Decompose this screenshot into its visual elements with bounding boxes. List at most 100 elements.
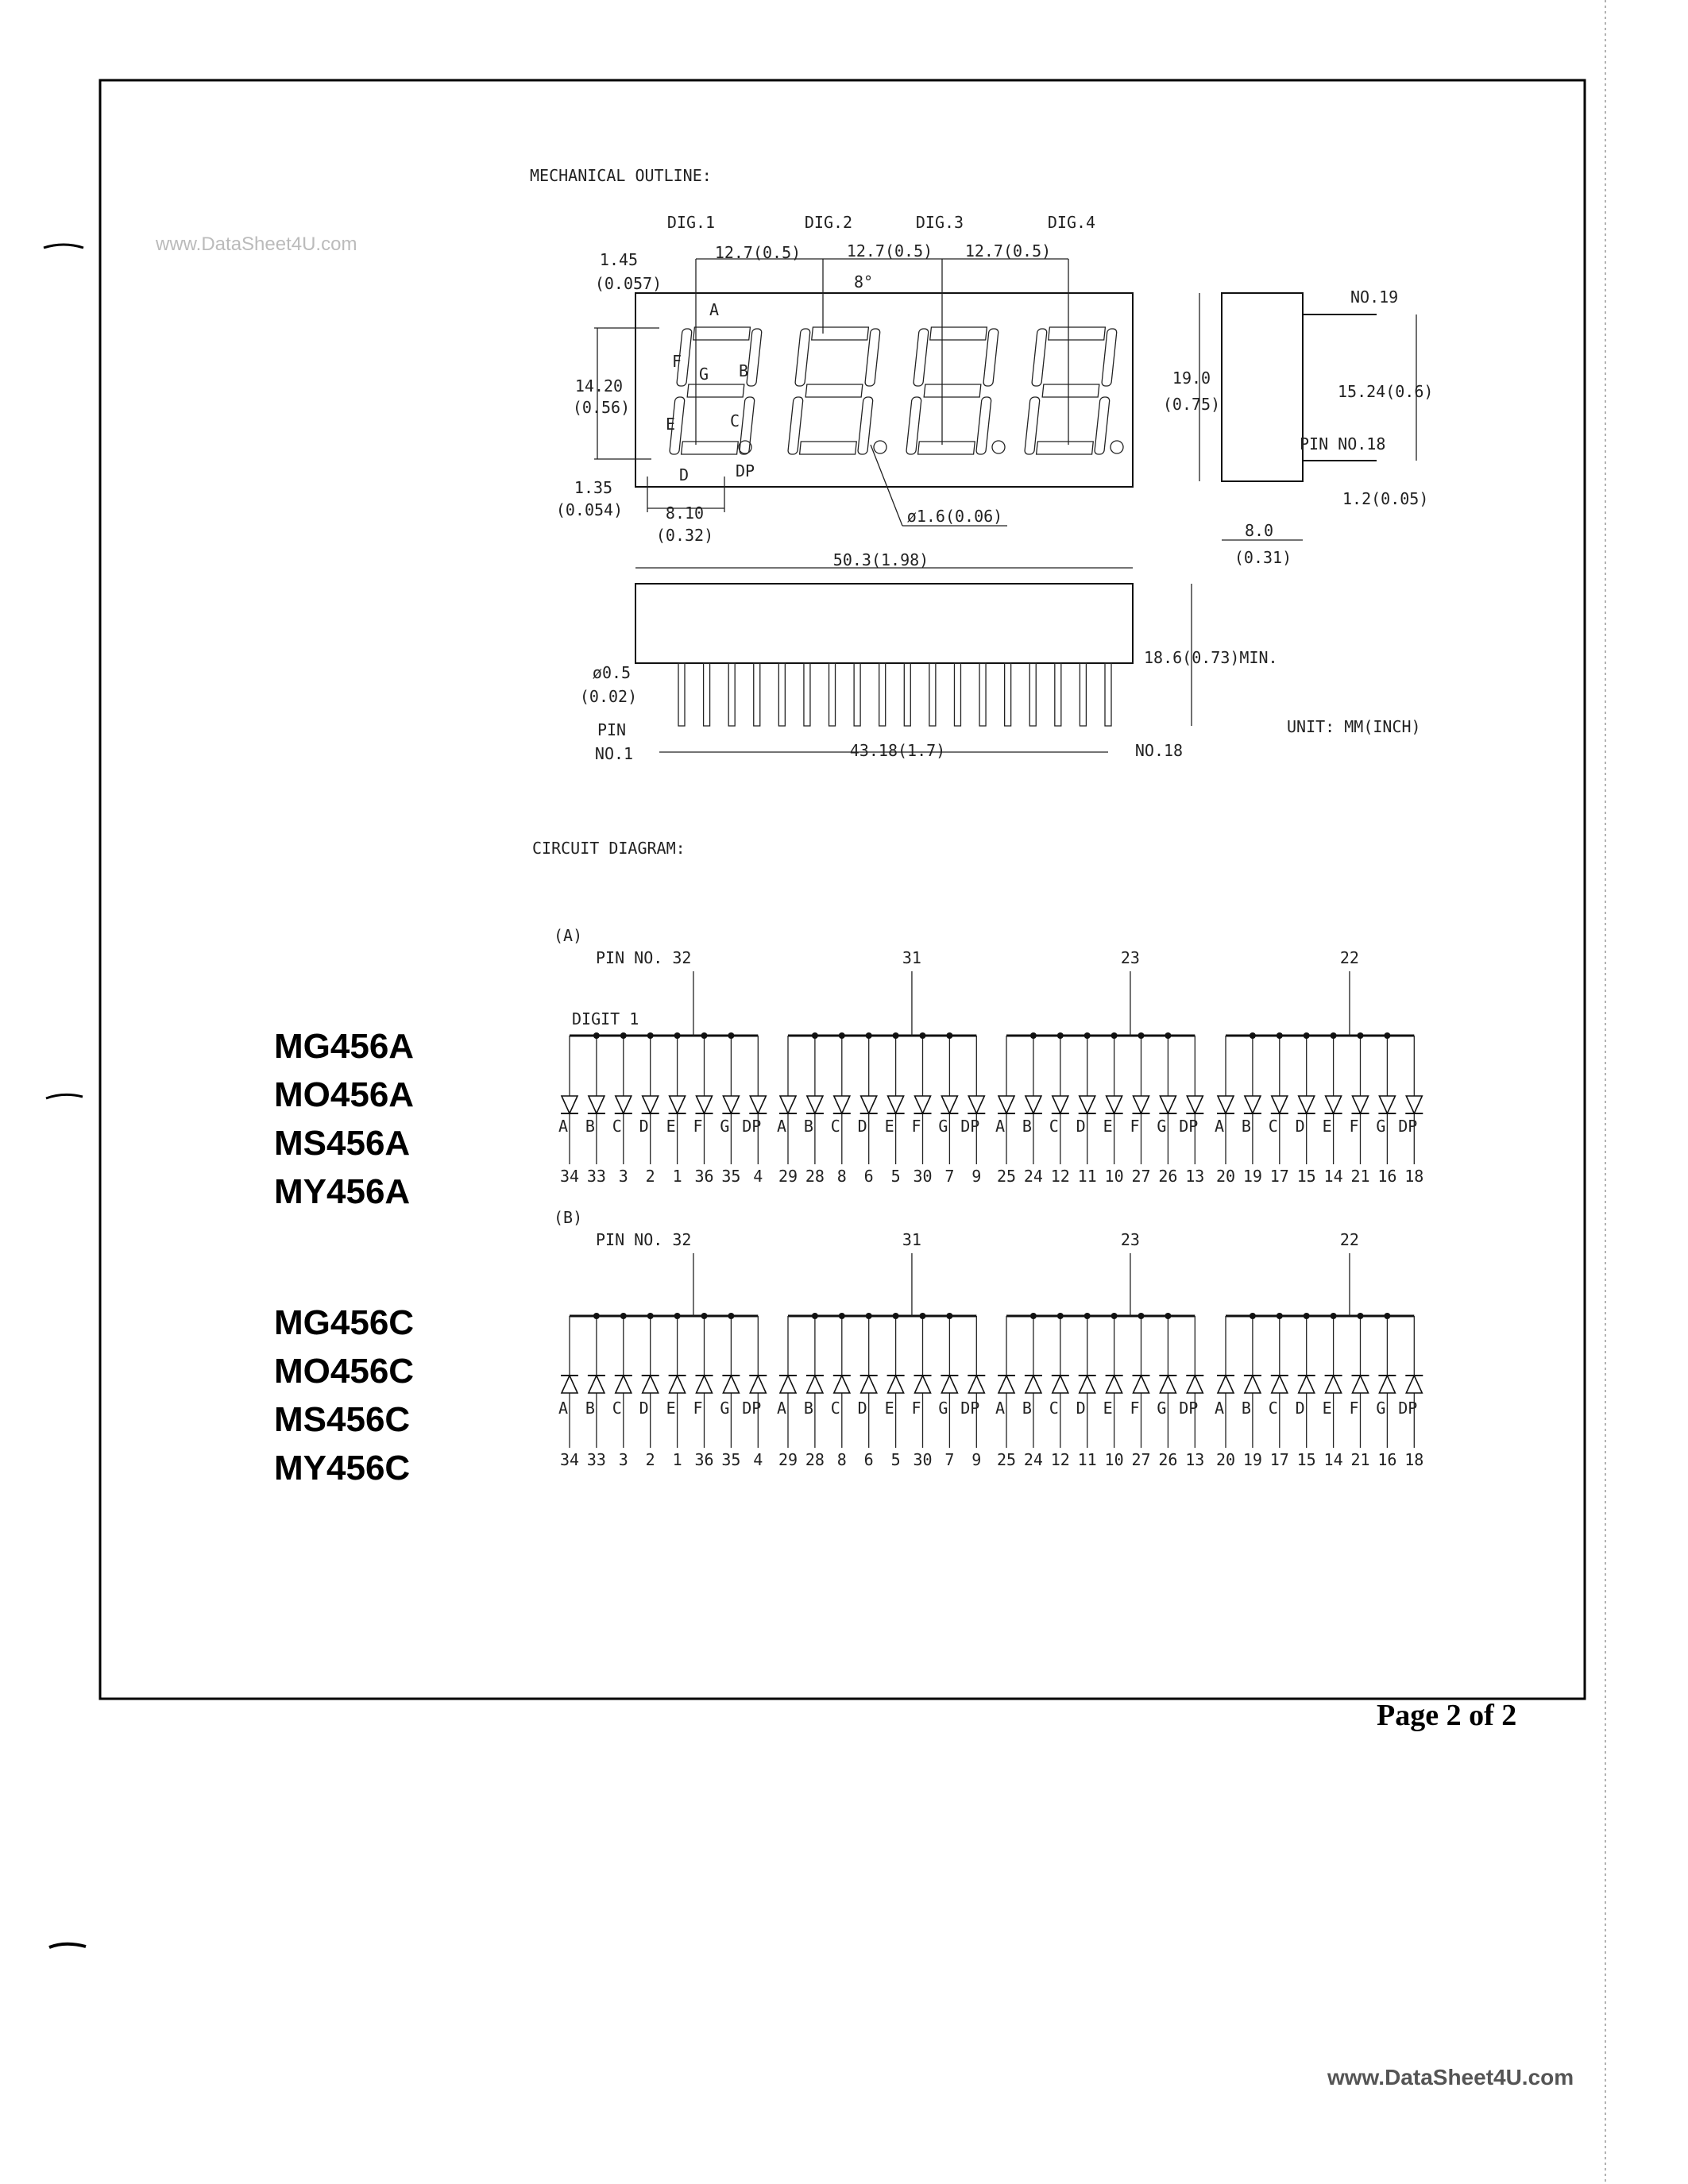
segment-pin-number: 28 [805,1167,825,1186]
segment-pin-number: 19 [1243,1167,1262,1186]
segment-pin-number: 35 [721,1167,740,1186]
led-diode-icon [1270,1095,1289,1115]
digit-label: DIG.2 [805,213,852,232]
bottom-view: 50.3(1.98) 18.6(0.73)MIN. ø0.5 (0.02) PI… [580,550,1421,763]
led-diode-icon [1132,1095,1150,1115]
dimension-label: (0.32) [656,526,713,545]
segment-pin-number: 36 [694,1167,713,1186]
segment-letter: G [938,1399,948,1418]
segment-pin-number: 27 [1131,1167,1150,1186]
segment [857,396,874,455]
led-diode-icon [641,1095,659,1115]
segment-pin-number: 24 [1024,1450,1043,1469]
led-diode-icon [1243,1374,1262,1394]
junction-dot [1111,1032,1118,1039]
led-diode-icon [587,1095,606,1115]
segment [906,396,922,455]
junction-dot [811,1032,818,1039]
segment-pin-number: 11 [1078,1167,1097,1186]
dimension-label: 1.45 [600,250,638,269]
segment-pin-number: 5 [891,1167,901,1186]
junction-dot [946,1313,953,1319]
segment-letter: DP [1179,1399,1198,1418]
segment-label: A [709,300,719,319]
segment-letter: F [693,1399,702,1418]
segment-label: F [672,352,682,371]
led-diode-icon [1243,1095,1262,1115]
segment-letter: E [1323,1399,1332,1418]
pin-label: NO.18 [1135,741,1183,760]
junction-dot [1249,1032,1256,1039]
segment-letter: A [777,1117,786,1136]
led-diode-icon [614,1374,633,1394]
segment [794,328,811,387]
segment-pin-number: 20 [1216,1450,1235,1469]
led-diode-icon [1051,1374,1070,1394]
segment-letter: E [885,1117,894,1136]
segment-letter: F [1130,1399,1139,1418]
junction-dot [1357,1313,1364,1319]
segment-label: E [666,415,675,434]
common-pin-label: 22 [1340,1230,1359,1249]
dimension-label: 43.18(1.7) [850,741,945,760]
decimal-point [991,440,1006,454]
segment-pin-number: 13 [1185,1167,1204,1186]
segment-pin-number: 34 [560,1167,579,1186]
segment-pin-number: 21 [1350,1167,1369,1186]
segment-pin-number: 8 [837,1450,847,1469]
segment-letter: C [831,1117,840,1136]
segment-pin-number: 29 [778,1450,798,1469]
segment-pin-number: 17 [1270,1167,1289,1186]
led-diode-icon [941,1374,959,1394]
digit-outline [1024,326,1118,455]
segment-letter: A [777,1399,786,1418]
segment-pin-number: 7 [944,1450,954,1469]
segment-pin-number: 13 [1185,1450,1204,1469]
pin [702,662,711,727]
pin [853,662,861,727]
segment-letter: C [831,1399,840,1418]
led-diode-icon [1270,1374,1289,1394]
junction-dot [1384,1032,1391,1039]
segment-pin-number: 1 [673,1450,682,1469]
segment [693,326,751,341]
led-diode-icon [587,1374,606,1394]
segment [746,328,763,387]
junction-dot [1303,1032,1310,1039]
junction-dot [1276,1032,1283,1039]
pin [803,662,811,727]
led-diode-icon [560,1095,579,1115]
junction-dot [1029,1032,1037,1039]
led-diode-icon [1216,1374,1235,1394]
segment-label: G [699,365,709,384]
page-border [98,79,1586,1700]
segment [1094,396,1111,455]
led-diode-icon [1132,1374,1150,1394]
segment-letter: F [1349,1399,1358,1418]
junction-dot [1029,1313,1037,1319]
segment-pin-number: 20 [1216,1167,1235,1186]
pin [1104,662,1112,727]
angle-label: 8° [854,272,873,291]
segment-letter: A [1215,1399,1224,1418]
segment-pin-number: 5 [891,1450,901,1469]
segment-letter: F [911,1399,921,1418]
led-diode-icon [1186,1095,1204,1115]
segment-pin-number: 21 [1350,1450,1369,1469]
led-diode-icon [1297,1374,1315,1394]
segment-letter: B [804,1117,813,1136]
model-name: MS456C [274,1400,410,1439]
junction-dot [1083,1313,1091,1319]
pitch-dimension: 12.7(0.5) [847,241,933,260]
junction-dot [1357,1032,1364,1039]
junction-dot [701,1032,708,1039]
junction-dot [946,1032,953,1039]
led-diode-icon [886,1095,905,1115]
led-diode-icon [886,1374,905,1394]
segment [739,396,755,455]
segment-pin-number: 8 [837,1167,847,1186]
junction-dot [1330,1313,1337,1319]
segment [798,441,857,455]
junction-dot [701,1313,708,1319]
segment [805,384,863,398]
